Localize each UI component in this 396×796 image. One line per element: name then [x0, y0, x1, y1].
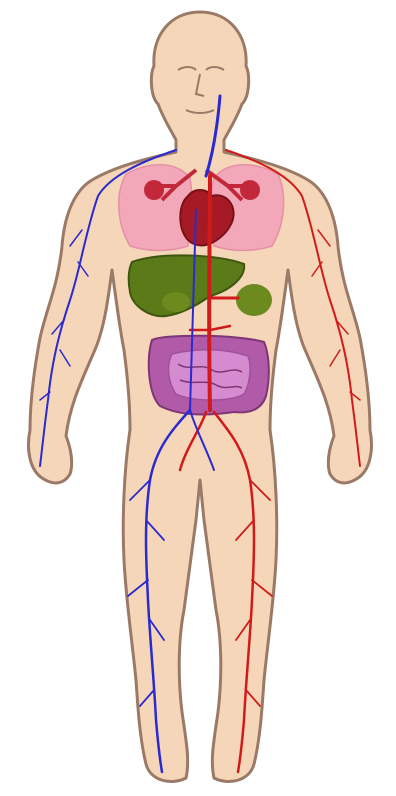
aorta [209, 176, 210, 410]
right-bronchi-cluster [240, 180, 260, 200]
left-bronchi-cluster [144, 180, 164, 200]
left-kidney [162, 292, 190, 312]
right-kidney [236, 284, 272, 316]
